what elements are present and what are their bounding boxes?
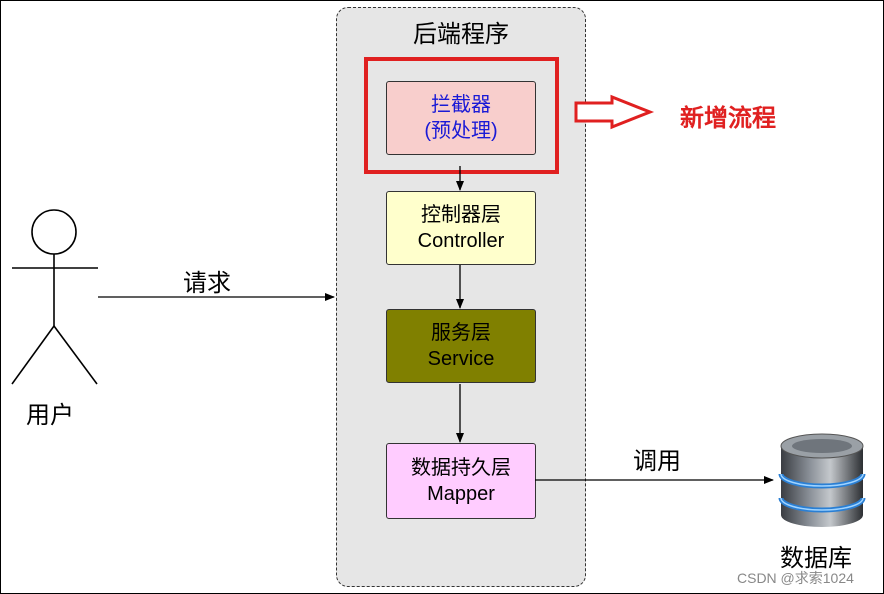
persistence-layer-sublabel: Mapper [427, 483, 495, 505]
service-layer-sublabel: Service [427, 348, 495, 370]
interceptor-label: 拦截器 [431, 94, 491, 116]
persistence-layer-label: 数据持久层 [411, 457, 511, 479]
service-layer-label: 服务层 [431, 322, 491, 344]
controller-layer-sublabel: Controller [417, 230, 505, 252]
call-label: 调用 [633, 447, 681, 475]
watermark: CSDN @求索1024 [737, 570, 854, 586]
service-layer-node: 服务层 Service [386, 309, 536, 383]
new-flow-highlight-box [364, 57, 559, 174]
user-actor-icon [11, 209, 98, 385]
request-label: 请求 [183, 269, 231, 297]
database-label: 数据库 [780, 544, 852, 572]
database-icon [778, 433, 866, 527]
persistence-layer-node: 数据持久层 Mapper [386, 443, 536, 519]
interceptor-node: 拦截器 (预处理) [386, 81, 536, 155]
controller-layer-node: 控制器层 Controller [386, 191, 536, 265]
backend-program-title: 后端程序 [413, 20, 509, 48]
controller-layer-label: 控制器层 [421, 204, 501, 226]
new-flow-arrow-icon [574, 94, 655, 130]
interceptor-sublabel: (预处理) [424, 120, 498, 142]
user-label: 用户 [26, 401, 74, 429]
new-flow-label: 新增流程 [680, 104, 776, 132]
